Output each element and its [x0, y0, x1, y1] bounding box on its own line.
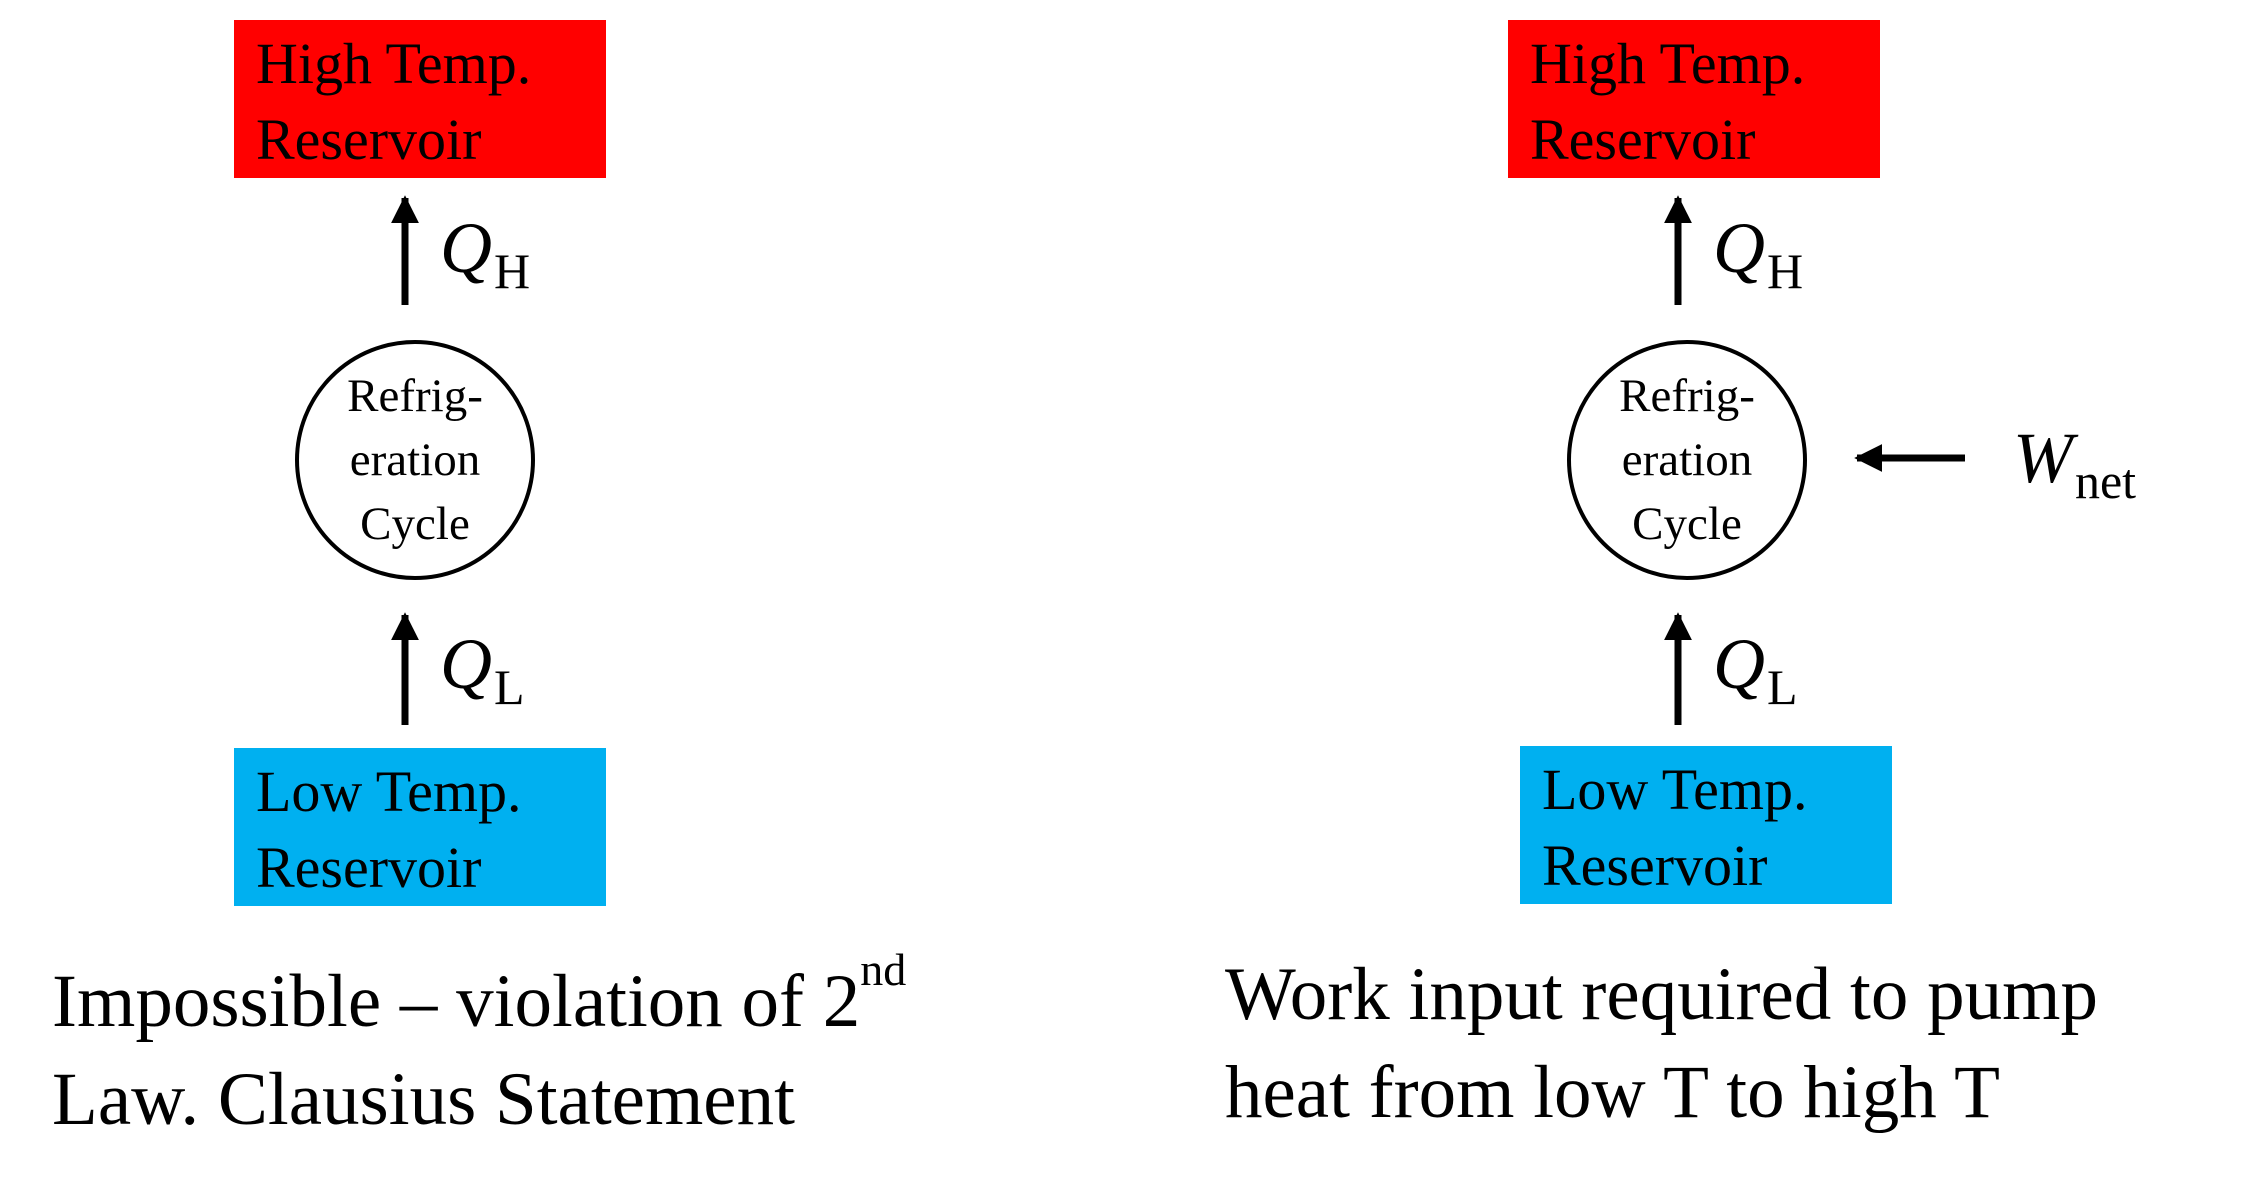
right-ql-subscript: L — [1767, 659, 1798, 715]
right-heat-out-label: QH — [1713, 212, 1803, 296]
left-low-reservoir-line1: Low Temp. — [256, 759, 522, 824]
left-cycle-line3: Cycle — [360, 498, 470, 550]
left-high-reservoir-line1: High Temp. — [256, 31, 532, 96]
right-low-reservoir-line1: Low Temp. — [1542, 757, 1808, 822]
left-caption: Impossible – violation of 2nd Law. Claus… — [52, 947, 906, 1149]
right-caption-line2: heat from low T to high T — [1225, 1051, 2000, 1134]
right-caption: Work input required to pump heat from lo… — [1225, 946, 2098, 1142]
left-low-temp-reservoir: Low Temp. Reservoir — [234, 748, 606, 906]
right-low-reservoir-line2: Reservoir — [1542, 833, 1768, 898]
right-cycle-line1: Refrig- — [1619, 370, 1755, 422]
left-caption-line2: Law. Clausius Statement — [52, 1058, 795, 1141]
right-heat-in-label: QL — [1713, 628, 1798, 712]
left-caption-line1: Impossible – violation of 2nd — [52, 947, 906, 1051]
left-caption-line1-text: Impossible – violation of 2 — [52, 960, 861, 1043]
left-caption-superscript: nd — [860, 944, 907, 995]
right-wnet-symbol: W — [2013, 418, 2073, 498]
left-ql-subscript: L — [494, 659, 525, 715]
right-cycle-line2: eration — [1621, 434, 1753, 486]
left-low-reservoir-line2: Reservoir — [256, 835, 482, 900]
left-cycle-line1: Refrig- — [347, 370, 483, 422]
right-caption-line1: Work input required to pump — [1225, 953, 2098, 1036]
left-qh-symbol: Q — [440, 208, 492, 288]
right-high-temp-reservoir: High Temp. Reservoir — [1508, 20, 1880, 178]
right-low-temp-reservoir: Low Temp. Reservoir — [1520, 746, 1892, 904]
left-high-temp-reservoir: High Temp. Reservoir — [234, 20, 606, 178]
right-high-reservoir-line2: Reservoir — [1530, 107, 1756, 172]
right-ql-symbol: Q — [1713, 624, 1765, 704]
right-wnet-subscript: net — [2074, 453, 2137, 509]
left-heat-out-label: QH — [440, 212, 530, 296]
left-cycle-line2: eration — [349, 434, 481, 486]
right-work-in-label: Wnet — [2013, 422, 2136, 506]
right-qh-symbol: Q — [1713, 208, 1765, 288]
left-qh-subscript: H — [494, 243, 531, 299]
left-refrigeration-cycle: Refrig- eration Cycle — [295, 340, 535, 580]
left-heat-in-label: QL — [440, 628, 525, 712]
right-cycle-line3: Cycle — [1632, 498, 1742, 550]
right-qh-subscript: H — [1767, 243, 1804, 299]
left-ql-symbol: Q — [440, 624, 492, 704]
right-refrigeration-cycle: Refrig- eration Cycle — [1567, 340, 1807, 580]
right-high-reservoir-line1: High Temp. — [1530, 31, 1806, 96]
left-high-reservoir-line2: Reservoir — [256, 107, 482, 172]
